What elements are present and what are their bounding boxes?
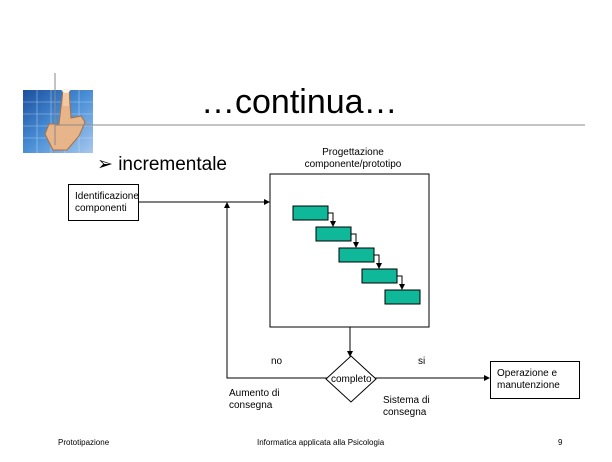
identification-box: Identificazione componenti: [68, 184, 139, 221]
decision-label: completo: [331, 374, 372, 385]
no-label: no: [271, 356, 283, 367]
loop-back-line: [224, 202, 327, 379]
operation-label: Operazione e manutenzione: [497, 368, 560, 391]
task-bar: [361, 268, 398, 284]
operation-box: Operazione e manutenzione: [490, 361, 580, 399]
flow-diagram: [139, 173, 490, 403]
slide-title: …continua…: [201, 83, 398, 121]
page-number: 9: [558, 438, 563, 447]
title-underline: [54, 73, 585, 145]
task-staircase: [292, 205, 421, 305]
bullet-text: incrementale: [118, 154, 227, 175]
sistema-label: Sistema di consegna: [383, 395, 430, 418]
task-bar: [384, 289, 421, 305]
design-label: Progettazione componente/prototipo: [304, 147, 402, 170]
identification-label: Identificazione componenti: [75, 191, 139, 214]
task-bar: [292, 205, 329, 221]
si-label: si: [418, 356, 426, 367]
bullet-item: ➢ incrementale: [97, 153, 227, 176]
decision-diamond: [325, 355, 377, 403]
footer-left: Prototipazione: [58, 438, 110, 447]
hand-touch-logo: [23, 83, 93, 153]
bullet-marker: ➢: [97, 154, 113, 175]
footer-center: Informatica applicata alla Psicologia: [257, 438, 385, 447]
task-bar: [338, 247, 375, 263]
slide: …continua… ➢ incrementale: [5, 5, 605, 457]
aumento-label: Aumento di consegna: [229, 388, 280, 411]
task-bar: [315, 226, 352, 242]
